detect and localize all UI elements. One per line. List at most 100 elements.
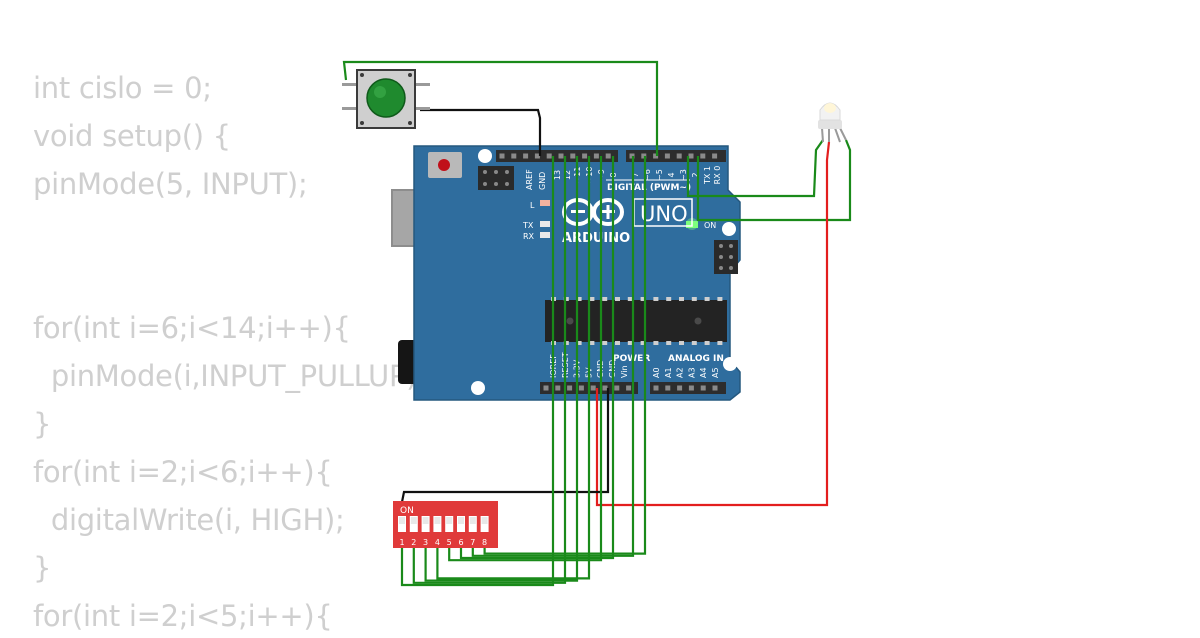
- header-pin: [677, 385, 683, 391]
- header-pin: [555, 385, 561, 391]
- header-pin: [653, 385, 659, 391]
- header-pin: [614, 385, 620, 391]
- mount-hole: [471, 381, 485, 395]
- header-pin: [546, 153, 552, 159]
- svg-text:L: L: [530, 201, 535, 210]
- wire-dip-pin: [412, 156, 567, 584]
- digital-pin-label: 7: [631, 172, 640, 177]
- wire-dip-gnd: [400, 388, 610, 503]
- analog-pin-label: A3: [687, 367, 696, 378]
- header-pin: [605, 153, 611, 159]
- mount-hole: [723, 357, 737, 371]
- microcontroller-chip: [545, 297, 727, 345]
- board-model-label: UNO: [640, 202, 688, 226]
- header-pin: [590, 385, 596, 391]
- svg-text:TX: TX: [522, 221, 534, 230]
- svg-text:ON: ON: [704, 221, 716, 230]
- code-line: }: [33, 551, 52, 585]
- header-pin: [578, 385, 584, 391]
- digital-pin-label: RX 0: [713, 166, 722, 185]
- wires: [342, 60, 852, 587]
- code-line: int cislo = 0;: [33, 71, 212, 105]
- header-pin: [641, 153, 647, 159]
- header-pin: [523, 153, 529, 159]
- header-pin: [712, 385, 718, 391]
- analog-pin-label: A2: [676, 367, 685, 378]
- brand-label: ARDUINO: [562, 231, 630, 246]
- led-tx: TX: [522, 221, 550, 230]
- digital-header-label: DIGITAL (PWM~): [607, 183, 691, 193]
- header-pin: [664, 153, 670, 159]
- digital-pin-label: ~5: [655, 169, 664, 181]
- aref-label: AREF: [525, 169, 534, 190]
- header-pin: [543, 385, 549, 391]
- digital-pin-label: 13: [553, 170, 562, 180]
- dip-number: 3: [423, 538, 428, 547]
- analog-pin-label: A1: [664, 367, 673, 378]
- dip-number: 4: [435, 538, 440, 547]
- wire-dip-pin: [436, 156, 591, 580]
- analog-pin-label: A0: [652, 367, 661, 378]
- analog-pin-label: A5: [711, 367, 720, 378]
- power-pin-label: Vin: [620, 365, 629, 378]
- icsp-header: [478, 166, 738, 274]
- power-header-label: POWER: [613, 354, 650, 364]
- header-pin: [688, 153, 694, 159]
- header-pin: [665, 385, 671, 391]
- header-pin: [700, 153, 706, 159]
- digital-pin-label: TX 1: [703, 166, 712, 185]
- header-pin: [676, 153, 682, 159]
- dip-number: 6: [458, 538, 463, 547]
- digital-header-left: [496, 150, 618, 162]
- digital-pin-label: 2: [691, 172, 700, 177]
- wire-button-pin5: [342, 60, 659, 156]
- dip-number: 7: [470, 538, 475, 547]
- code-line: void setup() {: [33, 119, 231, 153]
- digital-header-right: [626, 150, 726, 162]
- header-pin: [626, 385, 632, 391]
- header-pin: [570, 153, 576, 159]
- wire-dip-pin: [400, 156, 555, 587]
- led-l: L: [530, 200, 550, 210]
- gnd-label: GND: [538, 172, 547, 190]
- code-line: pinMode(5, INPUT);: [33, 167, 308, 201]
- wire-led-5v: [595, 141, 831, 507]
- code-line: for(int i=2;i<6;i++){: [33, 455, 333, 489]
- wire-dip-pin: [483, 156, 647, 555]
- code-line: }: [33, 407, 52, 441]
- header-pin: [700, 385, 706, 391]
- header-pin: [712, 153, 718, 159]
- analog-header-label: ANALOG IN: [668, 354, 724, 364]
- dip-number: 2: [411, 538, 416, 547]
- code-line: pinMode(i,INPUT_PULLUP);: [33, 359, 427, 393]
- mount-hole: [722, 222, 736, 236]
- wire-dip-pin: [424, 156, 579, 582]
- digital-pin-label: 12: [563, 170, 572, 180]
- code-line: for(int i=2;i<5;i++){: [33, 599, 333, 633]
- push-button: [342, 69, 430, 129]
- wire-dip-pin: [448, 156, 603, 562]
- mount-hole: [478, 149, 492, 163]
- header-pin: [582, 153, 588, 159]
- digital-pin-label: 4: [667, 172, 676, 177]
- wire-dip-pin: [459, 156, 615, 560]
- wire-button-gnd: [420, 108, 542, 156]
- header-pin: [567, 385, 573, 391]
- led-rx: RX: [523, 232, 550, 241]
- dip-number: 1: [399, 538, 404, 547]
- analog-header-strip: [650, 382, 726, 394]
- header-pin: [602, 385, 608, 391]
- header-pin: [499, 153, 505, 159]
- wire-led-pin3: [686, 139, 824, 198]
- dip-number: 5: [447, 538, 452, 547]
- digital-pin-label: ~6: [643, 169, 652, 181]
- header-pin: [688, 385, 694, 391]
- header-pin: [653, 153, 659, 159]
- header-pin: [534, 153, 540, 159]
- header-pin: [511, 153, 517, 159]
- digital-pin-label: ~3: [679, 169, 688, 181]
- code-line: for(int i=6;i<14;i++){: [33, 311, 351, 345]
- header-pin: [558, 153, 564, 159]
